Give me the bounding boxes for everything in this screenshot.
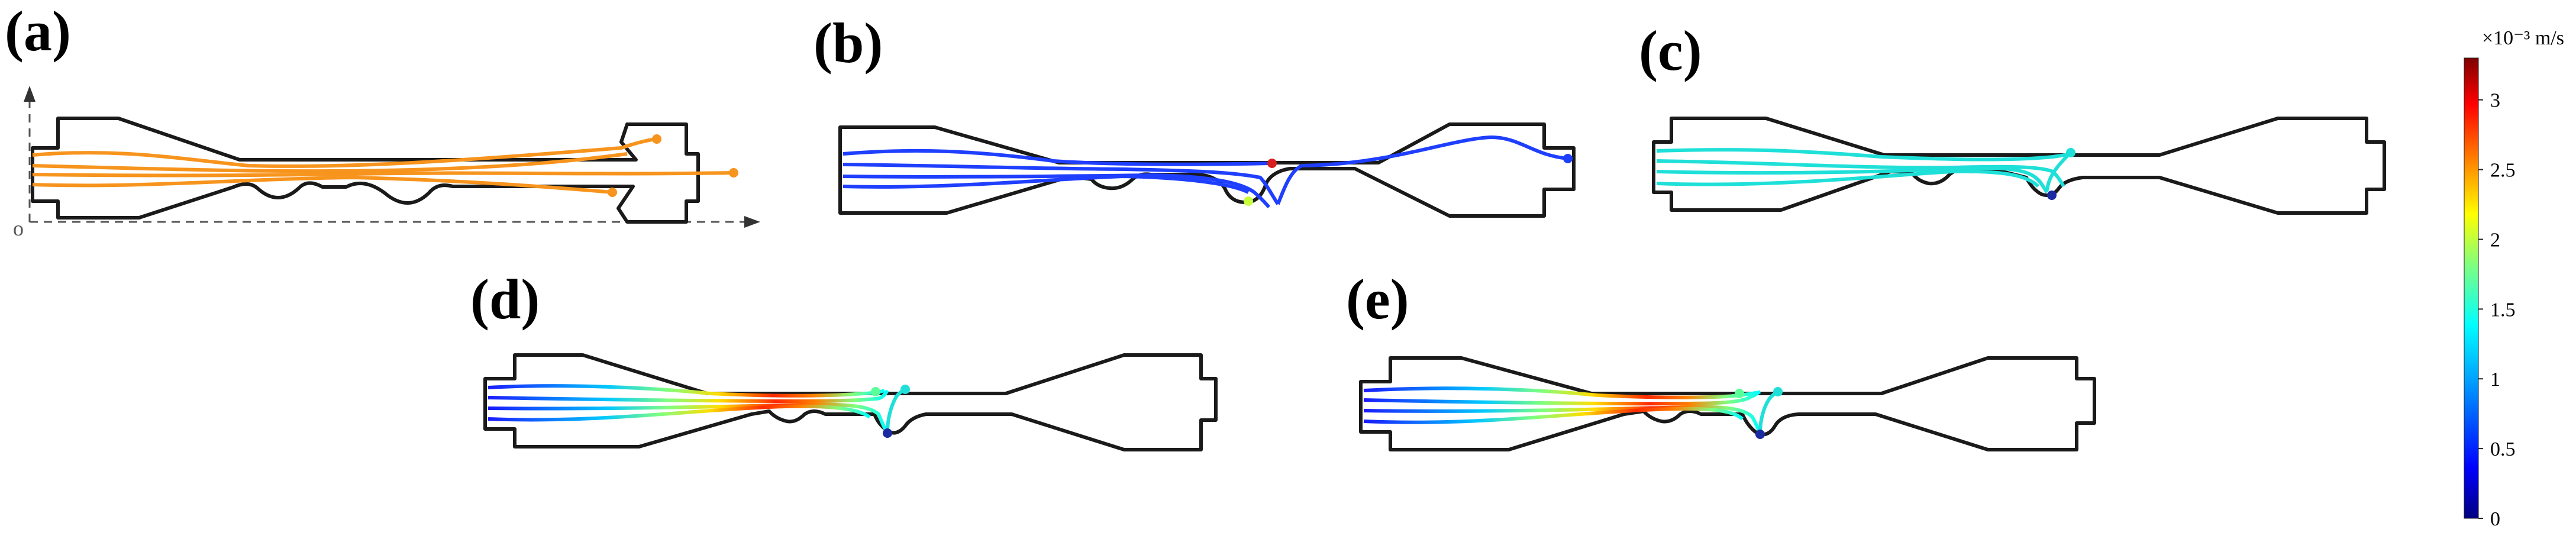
panel-label-c: (c) — [1639, 19, 1702, 82]
panel-label-a: (a) — [5, 0, 71, 63]
colorbar-tick-label: 1.5 — [2490, 299, 2516, 321]
colorbar-unit-label: ×10⁻³ m/s — [2482, 27, 2564, 49]
colorbar-tick-label: 1 — [2490, 369, 2500, 391]
panel-label-d: (d) — [470, 267, 540, 331]
panel-label-b: (b) — [814, 11, 883, 75]
streamline-endpoints-a — [608, 134, 738, 197]
streamlines-a — [32, 137, 734, 194]
panel-c: (c) — [1639, 19, 2386, 215]
streamlines-c — [1656, 148, 2073, 193]
colorbar-ticks: 0 0.5 1 1.5 2 2.5 3 — [2478, 90, 2516, 530]
colorbar-tick-label: 2.5 — [2490, 160, 2516, 182]
streamlines-e — [1363, 386, 1779, 434]
colorbar-tick-label: 0 — [2490, 508, 2500, 530]
panel-b: (b) — [814, 11, 1576, 218]
colorbar-gradient — [2464, 57, 2479, 519]
colorbar: ×10⁻³ m/s 0 0.5 1 1.5 2 2.5 3 — [2464, 27, 2564, 530]
streamlines-d — [488, 384, 906, 434]
panel-e: (e) — [1346, 267, 2096, 451]
panel-d: (d) — [470, 267, 1218, 451]
streamlines-b — [842, 135, 1568, 209]
channel-outline-d — [483, 353, 1218, 451]
streamline-endpoints-b — [1244, 154, 1573, 206]
streamline-endpoints-d — [871, 385, 910, 438]
channel-outline-e — [1359, 356, 2096, 451]
y-axis-arrow-icon — [24, 86, 35, 102]
colorbar-tick-label: 2 — [2490, 229, 2500, 251]
panel-a: (a) o — [5, 0, 760, 240]
x-axis-arrow-icon — [744, 216, 760, 228]
panel-label-e: (e) — [1346, 267, 1409, 331]
streamline-endpoints-e — [1735, 387, 1783, 439]
origin-label: o — [13, 217, 24, 240]
colorbar-tick-label: 0.5 — [2490, 438, 2516, 460]
colorbar-tick-label: 3 — [2490, 90, 2500, 112]
streamline-endpoints-c — [2047, 148, 2075, 200]
